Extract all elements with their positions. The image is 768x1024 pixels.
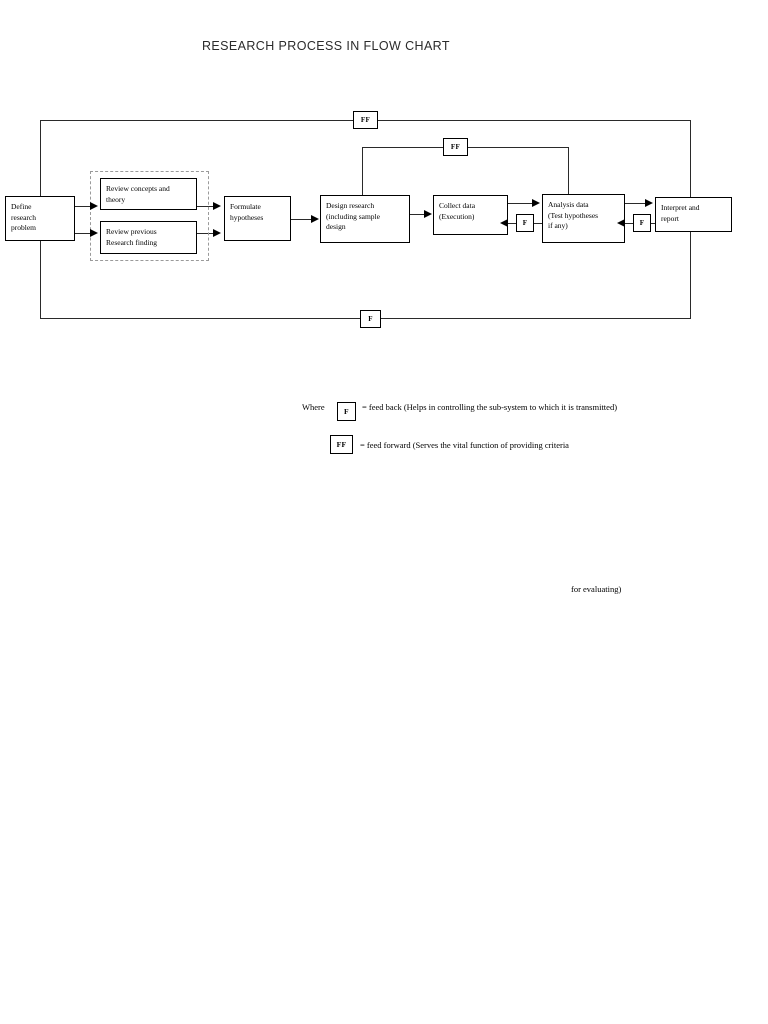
connector-define-to-review-previous: [75, 233, 90, 234]
collect-data-line1: Collect data: [439, 201, 476, 210]
node-design-research[interactable]: Design research (including sample design: [320, 195, 410, 243]
node-formulate-hypotheses[interactable]: Formulate hypotheses: [224, 196, 291, 241]
marker-f-bottom: F: [360, 310, 381, 328]
node-review-previous-research[interactable]: Review previous Research finding: [100, 221, 197, 254]
connector-formulate-to-design: [291, 219, 312, 220]
legend-feedback-symbol: F: [337, 402, 356, 421]
arrowhead-f-to-collect-data: [500, 219, 508, 227]
inner-ff-right-vertical: [568, 147, 569, 194]
legend-feedforward-text: = feed forward (Serves the vital functio…: [360, 440, 569, 450]
interpret-report-line2: report: [661, 213, 679, 223]
outer-f-line-right: [381, 318, 691, 319]
inner-ff-line-right: [468, 147, 568, 148]
arrowhead-analysis-to-interpret: [645, 199, 653, 207]
inner-ff-left-vertical: [362, 147, 363, 195]
legend-feedforward-symbol: FF: [330, 435, 353, 454]
arrowhead-formulate-to-design: [311, 215, 319, 223]
formulate-line2: hypotheses: [230, 212, 264, 222]
connector-review-concepts-to-formulate: [197, 206, 213, 207]
node-analysis-data[interactable]: Analysis data (Test hypotheses if any): [542, 194, 625, 243]
marker-f-analysis: F: [633, 214, 651, 232]
arrowhead-design-to-collect: [424, 210, 432, 218]
define-problem-line1: Define: [11, 202, 32, 211]
analysis-data-line2: (Test hypotheses: [548, 210, 599, 220]
legend-feedback-text: = feed back (Helps in controlling the su…: [362, 402, 618, 412]
formulate-line1: Formulate: [230, 202, 261, 211]
review-previous-line1: Review previous: [106, 227, 157, 236]
connector-define-to-review-concepts: [75, 206, 90, 207]
review-previous-line2: Research finding: [106, 237, 158, 247]
outer-ff-line-left: [40, 120, 353, 121]
page-title: RESEARCH PROCESS IN FLOW CHART: [202, 39, 450, 53]
connector-f-analysis-to-analysis: [625, 223, 633, 224]
review-group-container: [90, 171, 209, 261]
connector-design-to-collect: [410, 214, 425, 215]
review-concepts-line1: Review concepts and: [106, 184, 170, 193]
analysis-data-line1: Analysis data: [548, 200, 589, 209]
define-problem-line3: problem: [11, 223, 36, 232]
define-problem-line2: research: [11, 212, 36, 222]
node-review-concepts-theory[interactable]: Review concepts and theory: [100, 178, 197, 210]
arrowhead-define-to-review-concepts: [90, 202, 98, 210]
marker-f-collect: F: [516, 214, 534, 232]
legend-feedforward-text-continued: for evaluating): [571, 584, 622, 594]
legend-where-label: Where: [302, 402, 325, 412]
design-research-line3: design: [326, 222, 346, 231]
connector-f-collect-to-collect: [508, 223, 516, 224]
marker-ff-inner: FF: [443, 138, 468, 156]
marker-ff-outer: FF: [353, 111, 378, 129]
arrowhead-review-previous-to-formulate: [213, 229, 221, 237]
node-collect-data[interactable]: Collect data (Execution): [433, 195, 508, 235]
design-research-line2: (including sample: [326, 211, 380, 221]
inner-ff-line-left: [362, 147, 443, 148]
review-concepts-line2: theory: [106, 194, 126, 204]
node-interpret-report[interactable]: Interpret and report: [655, 197, 732, 232]
arrowhead-review-concepts-to-formulate: [213, 202, 221, 210]
connector-review-previous-to-formulate: [197, 233, 213, 234]
arrowhead-collect-to-analysis: [532, 199, 540, 207]
connector-collect-to-analysis: [508, 203, 533, 204]
node-define-research-problem[interactable]: Define research problem: [5, 196, 75, 241]
analysis-data-line3: if any): [548, 221, 568, 230]
arrowhead-define-to-review-previous: [90, 229, 98, 237]
connector-analysis-to-f-collect: [534, 223, 544, 224]
interpret-report-line1: Interpret and: [661, 203, 700, 212]
connector-analysis-to-interpret: [625, 203, 646, 204]
collect-data-line2: (Execution): [439, 211, 475, 221]
outer-ff-line-right: [378, 120, 691, 121]
arrowhead-f-to-analysis-data: [617, 219, 625, 227]
outer-f-line-left: [40, 318, 360, 319]
design-research-line1: Design research: [326, 201, 375, 210]
